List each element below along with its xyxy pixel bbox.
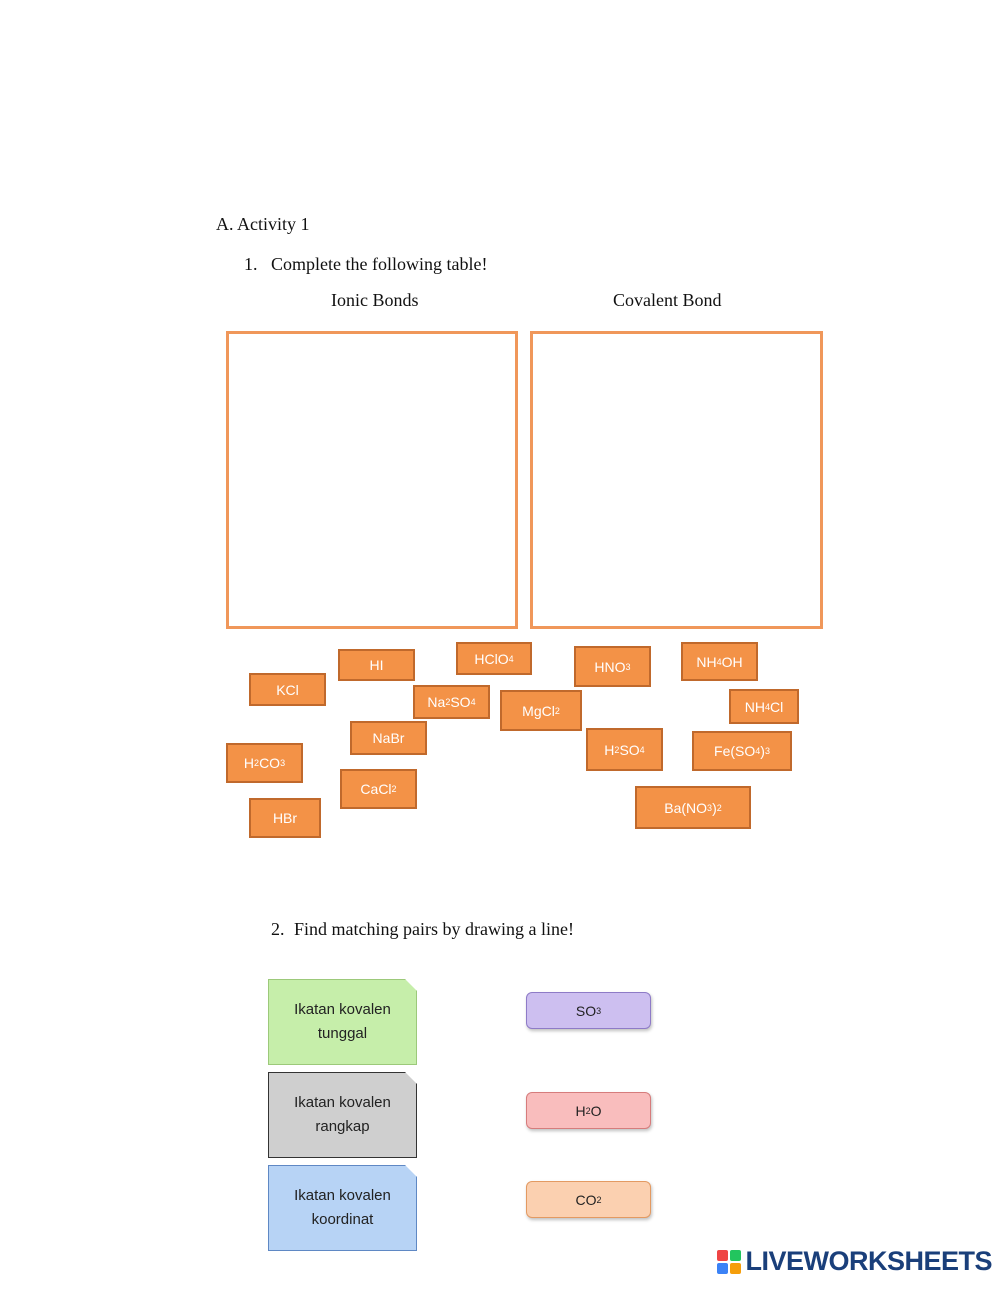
- question-1-number: 1.: [244, 254, 258, 274]
- ionic-bonds-heading: Ionic Bonds: [331, 290, 419, 310]
- chip-kcl[interactable]: KCl: [249, 673, 326, 706]
- liveworksheets-logo: LIVEWORKSHEETS: [717, 1246, 992, 1277]
- question-1-text: Complete the following table!: [271, 254, 488, 274]
- covalent-drop-zone[interactable]: [530, 331, 823, 629]
- question-2-number: 2.: [271, 919, 285, 939]
- logo-wordmark: LIVEWORKSHEETS: [745, 1246, 992, 1276]
- ionic-drop-zone[interactable]: [226, 331, 518, 629]
- chip-hbr[interactable]: HBr: [249, 798, 321, 838]
- logo-mark-icon: [717, 1249, 742, 1274]
- section-title: A. Activity 1: [216, 214, 310, 234]
- question-2-text: Find matching pairs by drawing a line!: [294, 919, 574, 939]
- chip-hi[interactable]: HI: [338, 649, 415, 681]
- chip-nabr[interactable]: NaBr: [350, 721, 427, 755]
- covalent-bond-heading: Covalent Bond: [613, 290, 722, 310]
